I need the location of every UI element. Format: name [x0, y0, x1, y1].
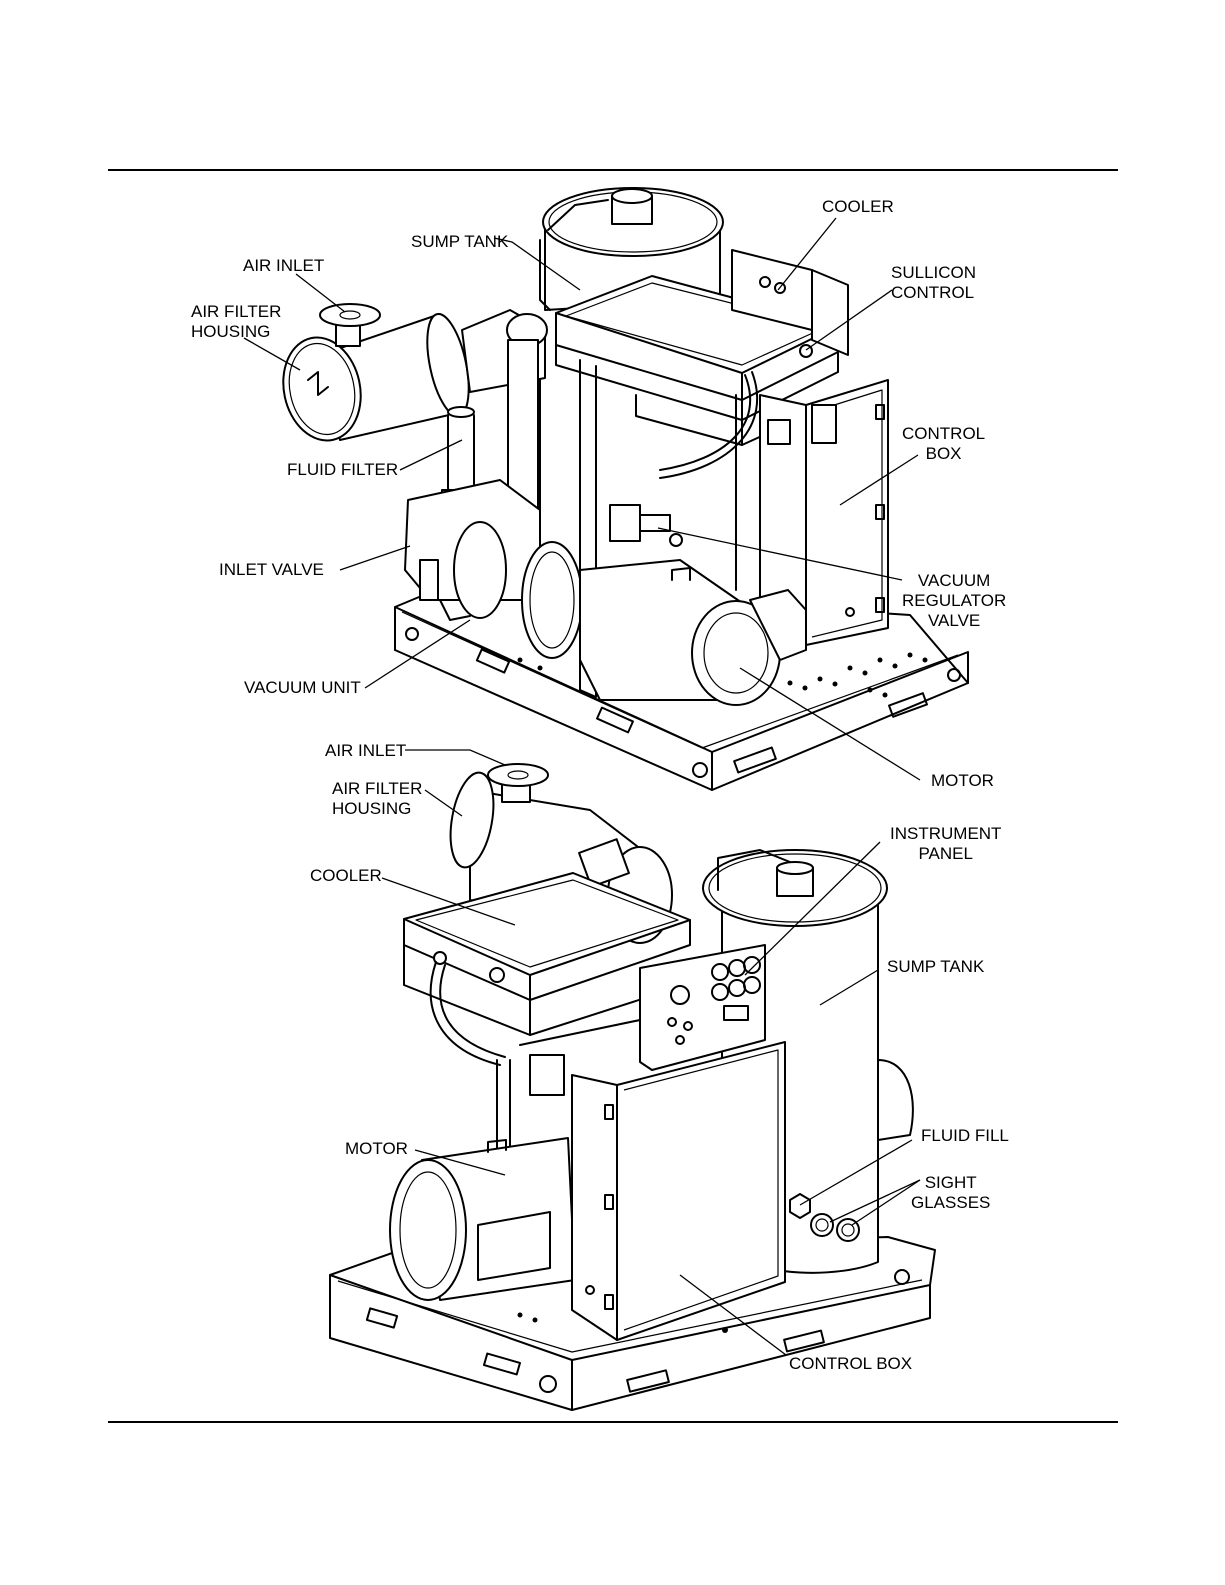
- label-top-fluid-filter: FLUID FILTER: [287, 460, 398, 480]
- label-bottom-air-inlet: AIR INLET: [325, 741, 406, 761]
- label-bottom-control-box: CONTROL BOX: [789, 1354, 912, 1374]
- label-top-control-box: CONTROL BOX: [902, 424, 985, 464]
- label-top-sump-tank: SUMP TANK: [411, 232, 508, 252]
- label-top-inlet-valve: INLET VALVE: [219, 560, 324, 580]
- label-bottom-fluid-fill: FLUID FILL: [921, 1126, 1009, 1146]
- label-top-vacuum-regulator-valve: VACUUM REGULATOR VALVE: [902, 571, 1006, 631]
- label-top-cooler: COOLER: [822, 197, 894, 217]
- label-bottom-instrument-panel: INSTRUMENT PANEL: [890, 824, 1001, 864]
- label-bottom-cooler: COOLER: [310, 866, 382, 886]
- label-bottom-motor: MOTOR: [345, 1139, 408, 1159]
- label-bottom-air-filter-housing: AIR FILTER HOUSING: [332, 779, 422, 819]
- label-top-air-filter-housing: AIR FILTER HOUSING: [191, 302, 281, 342]
- label-bottom-sight-glasses: SIGHT GLASSES: [911, 1173, 990, 1213]
- label-top-vacuum-unit: VACUUM UNIT: [244, 678, 361, 698]
- label-top-air-inlet: AIR INLET: [243, 256, 324, 276]
- label-bottom-sump-tank: SUMP TANK: [887, 957, 984, 977]
- label-top-sullicon-control: SULLICON CONTROL: [891, 263, 976, 303]
- bottom-motor: [390, 1138, 575, 1300]
- label-top-motor: MOTOR: [931, 771, 994, 791]
